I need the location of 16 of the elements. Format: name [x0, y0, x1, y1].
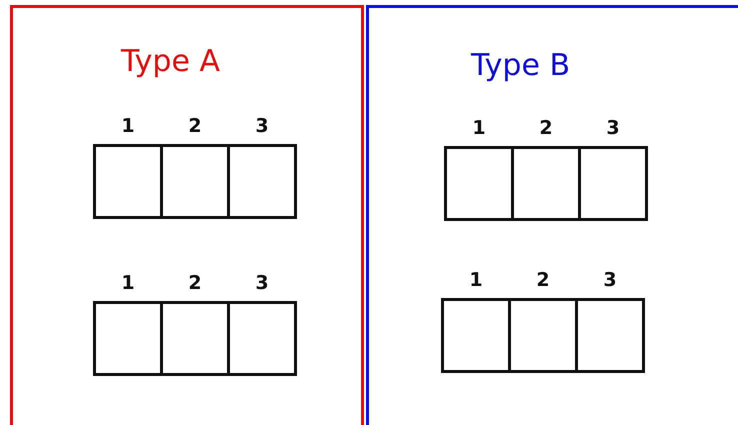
- cell-number: 1: [468, 269, 484, 291]
- panel: [366, 5, 738, 425]
- cell-number: 2: [538, 117, 554, 139]
- cell-number: 1: [120, 272, 136, 294]
- cell-number: 1: [471, 117, 487, 139]
- panel: [10, 5, 364, 425]
- cell-number: 1: [120, 115, 136, 137]
- cell-number: 2: [187, 115, 203, 137]
- cell-number: 3: [602, 269, 618, 291]
- cell-number: 2: [187, 272, 203, 294]
- cell-number: 3: [605, 117, 621, 139]
- cell-number: 3: [254, 272, 270, 294]
- panel-title: Type A: [121, 44, 220, 79]
- cell-number: 3: [254, 115, 270, 137]
- panel-title: Type B: [471, 48, 570, 83]
- cell-number: 2: [535, 269, 551, 291]
